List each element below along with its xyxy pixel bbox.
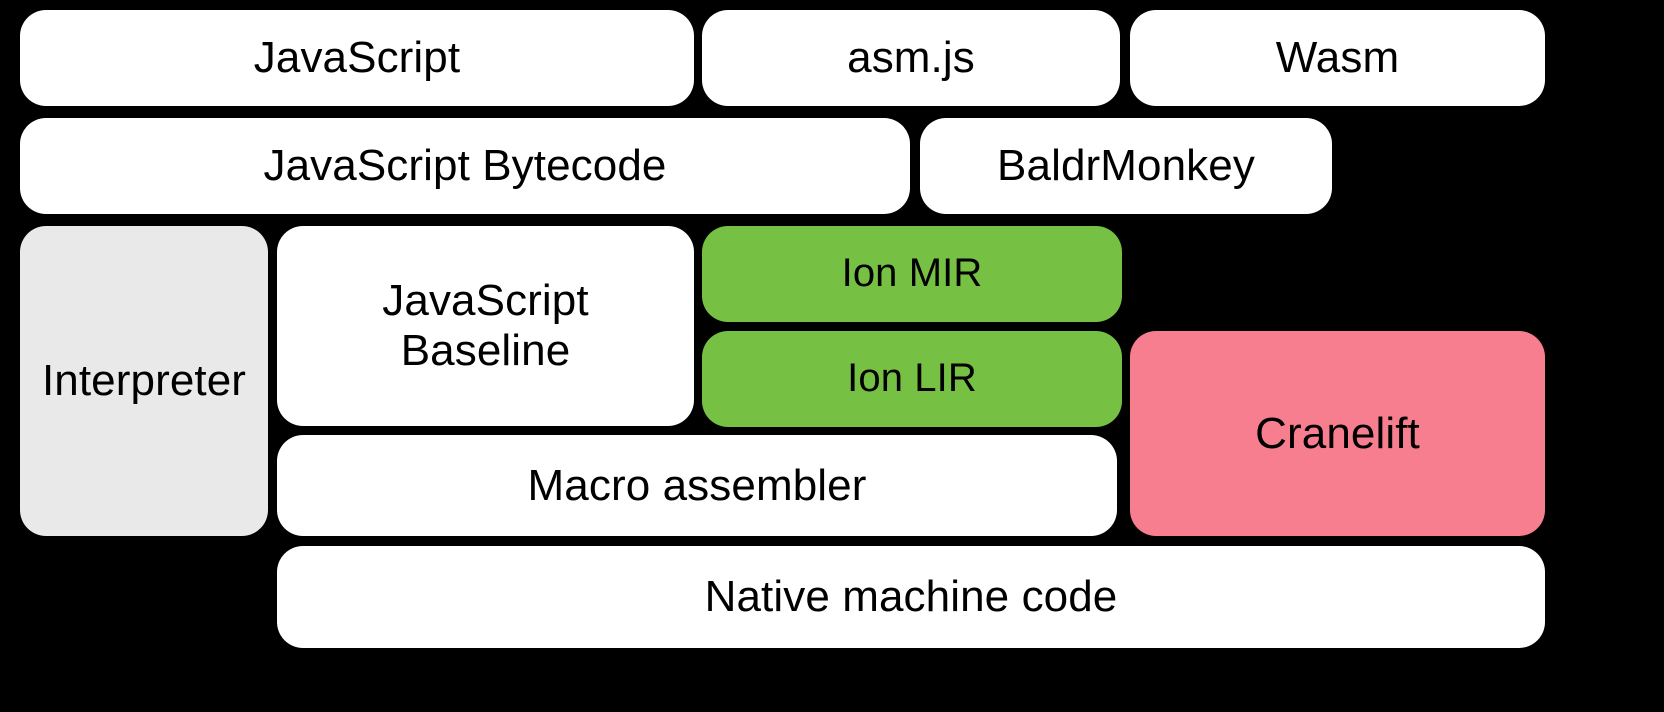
node-label-ion-mir: Ion MIR <box>841 251 983 296</box>
node-label-interpreter: Interpreter <box>41 356 247 406</box>
node-label-wasm: Wasm <box>1275 33 1400 83</box>
node-label-cranelift: Cranelift <box>1255 408 1420 458</box>
node-cranelift[interactable]: Cranelift <box>1130 331 1545 536</box>
node-label-asmjs: asm.js <box>847 33 975 83</box>
node-label-native-machine-code: Native machine code <box>704 572 1118 622</box>
node-native-machine-code[interactable]: Native machine code <box>277 546 1545 648</box>
node-label-javascript-baseline: JavaScript Baseline <box>382 276 589 375</box>
node-label-macro-assembler: Macro assembler <box>527 460 867 510</box>
node-macro-assembler[interactable]: Macro assembler <box>277 435 1117 536</box>
node-javascript-bytecode[interactable]: JavaScript Bytecode <box>20 118 910 214</box>
node-label-javascript-bytecode: JavaScript Bytecode <box>263 141 667 191</box>
node-label-javascript: JavaScript <box>253 33 461 83</box>
node-baldrmonkey[interactable]: BaldrMonkey <box>920 118 1332 214</box>
node-ion-lir[interactable]: Ion LIR <box>702 331 1122 427</box>
node-javascript-baseline[interactable]: JavaScript Baseline <box>277 226 694 426</box>
node-asmjs[interactable]: asm.js <box>702 10 1120 106</box>
node-ion-mir[interactable]: Ion MIR <box>702 226 1122 322</box>
node-interpreter[interactable]: Interpreter <box>20 226 268 536</box>
node-label-ion-lir: Ion LIR <box>847 356 977 401</box>
node-wasm[interactable]: Wasm <box>1130 10 1545 106</box>
node-label-baldrmonkey: BaldrMonkey <box>997 141 1255 191</box>
node-javascript[interactable]: JavaScript <box>20 10 694 106</box>
